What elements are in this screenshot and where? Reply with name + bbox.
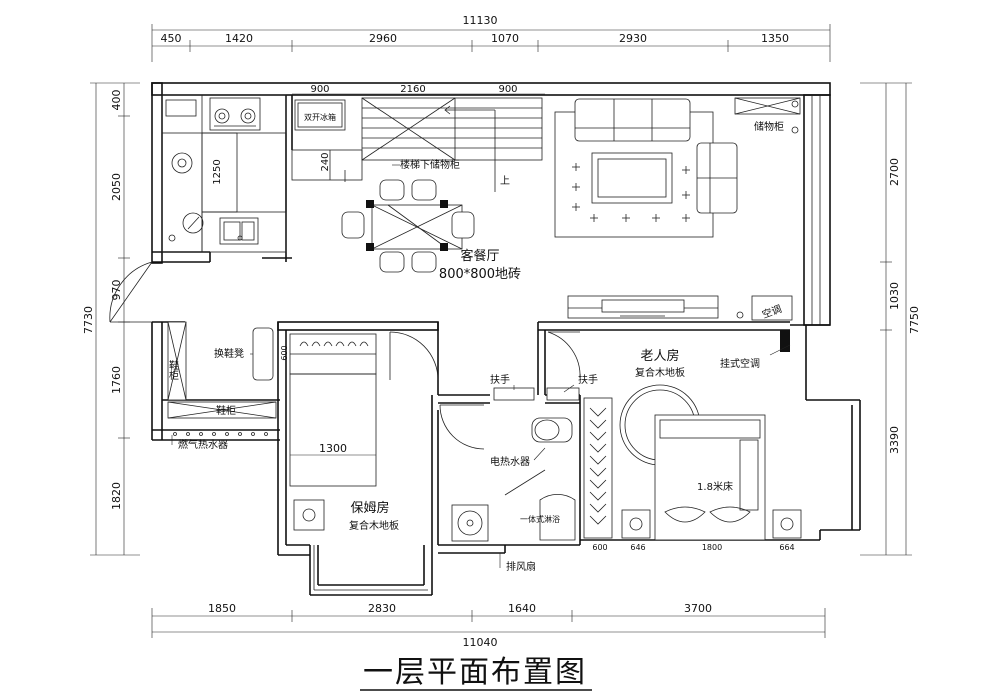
title-block: 一层平面布置图 (360, 655, 592, 691)
living-area (554, 97, 801, 352)
dim-bottom-3: 1640 (508, 602, 536, 615)
dim-nanny-width: 1300 (319, 442, 347, 455)
entry-area (167, 321, 277, 436)
dim-bottom-total: 11040 (463, 636, 498, 649)
label-elec-heater: 电热水器 (490, 455, 530, 468)
dim-right-1: 2700 (888, 158, 901, 186)
dim-left-5: 1820 (110, 482, 123, 510)
label-fridge: 双开冰箱 (304, 112, 336, 122)
dim-wardrobe: 600 (280, 345, 289, 360)
room-nanny: 保姆房 (350, 500, 389, 516)
dim-top-6: 1350 (761, 32, 789, 45)
dimension-labels: 11130 450 1420 2960 1070 2930 1350 1850 … (82, 14, 921, 649)
dim-elder-d: 664 (779, 543, 794, 552)
doors (109, 261, 581, 496)
label-shower: 一体式淋浴 (520, 514, 560, 524)
dim-bottom-1: 1850 (208, 602, 236, 615)
label-under-stair: 楼梯下储物柜 (400, 158, 460, 171)
dim-left-total: 7730 (82, 306, 95, 334)
dim-left-2: 2050 (110, 173, 123, 201)
dim-elder-c: 1800 (702, 543, 722, 552)
dim-elder-b: 646 (630, 543, 645, 552)
room-elder-floor: 复合木地板 (635, 366, 685, 379)
bathroom-fixtures (451, 387, 580, 542)
stair-area (291, 97, 543, 192)
label-handrail-2: 扶手 (578, 373, 598, 386)
dim-bottom-4: 3700 (684, 602, 712, 615)
dim-right-3: 3390 (888, 426, 901, 454)
dim-counter: 1250 (212, 159, 223, 184)
dining-table (341, 179, 475, 273)
room-living: 客餐厅 (460, 248, 499, 264)
dim-stair-a: 900 (310, 84, 329, 95)
dim-top-1: 450 (161, 32, 182, 45)
label-up: 上 (500, 175, 510, 187)
label-bed: 1.8米床 (697, 480, 733, 493)
elder-room-furniture (583, 384, 802, 541)
label-handrail-1: 扶手 (490, 373, 510, 386)
label-exhaust: 排风扇 (506, 560, 536, 573)
dim-top-3: 2960 (369, 32, 397, 45)
dim-right-2: 1030 (888, 282, 901, 310)
room-elder: 老人房 (640, 348, 679, 364)
label-shoe-v: 鞋柜 (167, 359, 179, 381)
dim-step: 240 (320, 152, 331, 171)
label-gas-heater: 燃气热水器 (178, 438, 228, 451)
room-living-floor: 800*800地砖 (439, 267, 521, 282)
label-shoe-h: 鞋柜 (216, 404, 236, 417)
dim-bottom-2: 2830 (368, 602, 396, 615)
dim-top-2: 1420 (225, 32, 253, 45)
dim-left-3: 970 (110, 280, 123, 301)
dim-elder-a: 600 (592, 543, 607, 552)
labels: 双开冰箱 楼梯下储物柜 上 储物柜 空调 挂式空调 客餐厅 800*800地砖 … (167, 112, 791, 573)
dim-stair-c: 900 (498, 84, 517, 95)
room-nanny-floor: 复合木地板 (349, 519, 399, 532)
label-wall-ac: 挂式空调 (720, 357, 760, 370)
label-bench: 换鞋凳 (214, 347, 244, 360)
kitchen (161, 94, 287, 253)
dim-top-5: 2930 (619, 32, 647, 45)
dim-left-1: 400 (110, 90, 123, 111)
nanny-room-furniture (289, 333, 377, 531)
dim-right-total: 7750 (908, 306, 921, 334)
dim-left-4: 1760 (110, 366, 123, 394)
dim-top-total: 11130 (463, 14, 498, 27)
label-storage: 储物柜 (754, 120, 784, 133)
dim-stair-b: 2160 (400, 84, 425, 95)
walls (151, 82, 861, 596)
dim-top-4: 1070 (491, 32, 519, 45)
page-title: 一层平面布置图 (363, 655, 587, 690)
